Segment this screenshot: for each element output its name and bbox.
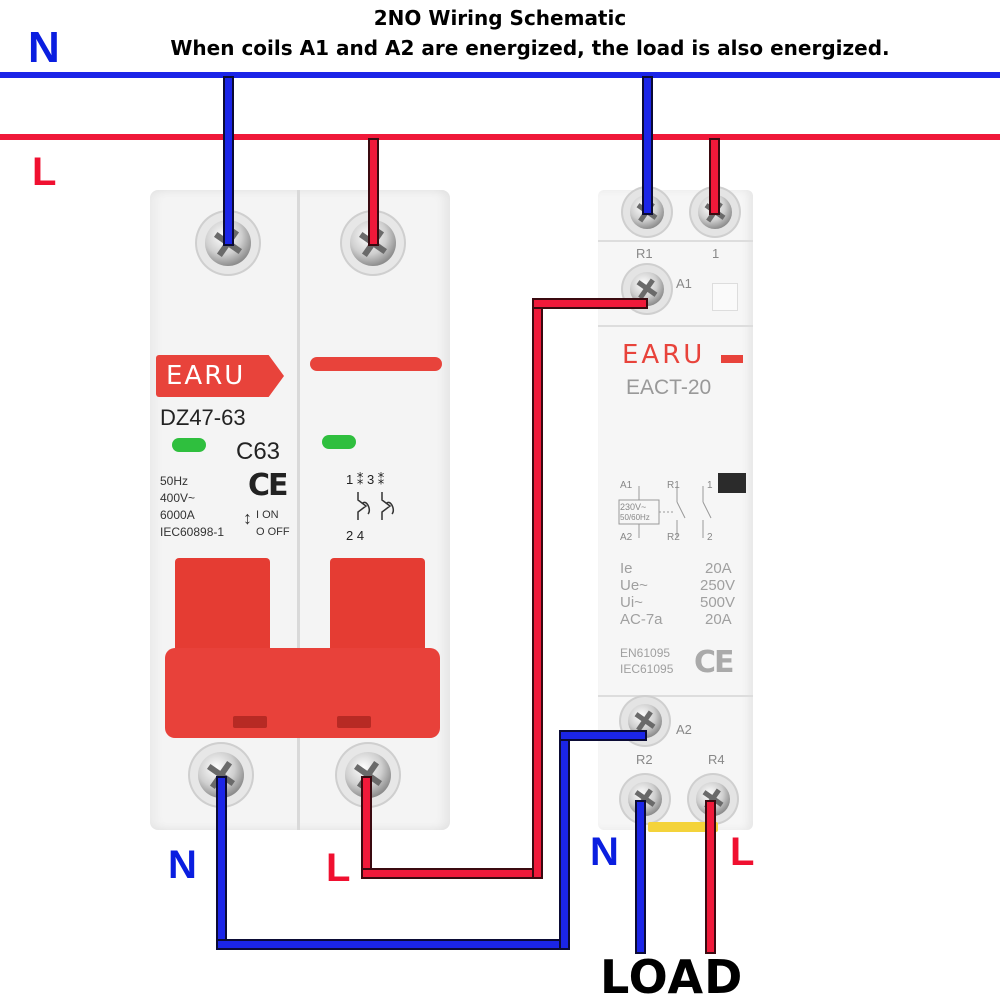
breaker-trip-symbol-icon xyxy=(357,492,395,520)
contactor-seam xyxy=(598,695,753,697)
breaker-rating: C63 xyxy=(236,438,281,465)
a1-coil-wire-horizontal-2 xyxy=(534,300,646,307)
contactor-spec-value: 500V xyxy=(700,594,736,611)
terminal-label-a2: A2 xyxy=(676,722,692,737)
diagram-label-one: 1 xyxy=(707,480,713,491)
contactor-internal-diagram: A1 230V~ 50/60Hz A2 R1 1 R2 2 xyxy=(615,480,725,546)
contactor-seam xyxy=(598,240,753,242)
neutral-bus-wire xyxy=(0,72,1000,78)
neutral-bus-label: N xyxy=(28,23,60,72)
breaker-spec: 400V~ xyxy=(160,491,196,505)
breaker-tie-bar[interactable] xyxy=(165,648,440,738)
load-neutral-wire xyxy=(637,802,644,952)
breaker-out-live-label: L xyxy=(326,846,351,890)
up-down-arrow-icon: ↕ xyxy=(243,508,252,528)
terminal-label-r2: R2 xyxy=(636,752,653,767)
breaker-handle-left[interactable] xyxy=(175,558,270,658)
a2-coil-wire-horizontal-1 xyxy=(218,941,568,948)
breaker-spec: IEC60898-1 xyxy=(160,525,225,539)
breaker-handle-right[interactable] xyxy=(330,558,425,658)
contactor-spec-name: Ui~ xyxy=(620,594,643,611)
terminal-label-a1: A1 xyxy=(676,276,692,291)
load-live-label: L xyxy=(730,830,755,874)
breaker-neutral-in-wire xyxy=(225,78,232,244)
a2-coil-wire-vertical-1 xyxy=(218,778,225,948)
contactor-ce-mark: CE xyxy=(694,645,734,680)
breaker-live-in-wire xyxy=(370,140,377,244)
a2-coil-wire-vertical-2 xyxy=(561,732,568,948)
diagram-label-r2: R2 xyxy=(667,532,680,543)
contactor-indicator-slot xyxy=(718,473,746,493)
a1-coil-wire-vertical-1 xyxy=(363,778,370,876)
load-label: LOAD xyxy=(600,950,744,1004)
pole-divider xyxy=(297,190,300,830)
diagram-label-a2: A2 xyxy=(620,532,633,543)
contactor-r2-screw-icon[interactable] xyxy=(628,782,662,816)
diagram-label-freq: 50/60Hz xyxy=(620,513,650,522)
a2-coil-wire-horizontal-2 xyxy=(561,732,645,739)
live-bus-wire xyxy=(0,134,1000,140)
breaker-spec: 6000A xyxy=(160,508,195,522)
contactor-brand: EARU xyxy=(622,340,706,370)
diagram-label-r1: R1 xyxy=(667,480,680,491)
breaker-model: DZ47-63 xyxy=(160,405,246,430)
contactor-spec-value: 20A xyxy=(705,560,732,577)
load-live-wire xyxy=(707,802,714,952)
contactor-seam xyxy=(598,325,753,327)
contactor-model: EACT-20 xyxy=(626,376,712,399)
a1-coil-wire-horizontal-1 xyxy=(363,870,541,877)
diagram-label-coil: 230V~ xyxy=(620,502,647,512)
tie-bar-slot xyxy=(337,716,371,728)
contactor-r1-neutral-wire xyxy=(644,78,651,213)
contactor-spec-value: 250V xyxy=(700,577,736,594)
contactor-spec-value: 20A xyxy=(705,611,732,628)
diagram-label-a1: A1 xyxy=(620,480,633,491)
load-neutral-label: N xyxy=(590,830,619,874)
breaker-off-label: O OFF xyxy=(256,526,290,538)
terminal-label-r4: R4 xyxy=(708,752,725,767)
breaker-schematic-top: 1 ⁑ 3 ⁑ xyxy=(346,472,385,487)
terminal-label-r1: R1 xyxy=(636,246,653,261)
breaker-led-icon xyxy=(172,438,206,452)
diagram-label-two: 2 xyxy=(707,532,713,543)
breaker-ce-mark: CE xyxy=(248,468,288,503)
live-bus-label: L xyxy=(32,150,57,194)
breaker-red-strip xyxy=(310,357,442,371)
contactor-1-live-wire xyxy=(711,140,718,213)
breaker-schematic-bottom: 2 4 xyxy=(346,528,365,543)
contactor-standard: IEC61095 xyxy=(620,662,674,676)
breaker-brand-text: EARU xyxy=(166,361,246,391)
contactor-window xyxy=(712,283,738,311)
terminal-label-1: 1 xyxy=(712,246,720,261)
a1-coil-wire-vertical-2 xyxy=(534,300,541,877)
breaker-out-neutral-label: N xyxy=(168,843,197,887)
tie-bar-slot xyxy=(233,716,267,728)
contactor-spec-name: AC-7a xyxy=(620,611,663,628)
breaker-spec: 50Hz xyxy=(160,474,189,488)
breaker-led-icon xyxy=(322,435,356,449)
diagram-title: 2NO Wiring Schematic xyxy=(373,6,627,30)
breaker-brand-badge: EARU xyxy=(156,355,284,397)
contactor-din-clip xyxy=(648,822,718,832)
breaker-on-label: I ON xyxy=(256,509,279,521)
contactor-standard: EN61095 xyxy=(620,646,671,660)
contactor-spec-name: Ue~ xyxy=(620,577,648,594)
diagram-subtitle: When coils A1 and A2 are energized, the … xyxy=(170,36,890,60)
contactor-brand-mark xyxy=(721,355,743,363)
contactor-spec-name: Ie xyxy=(620,560,633,577)
